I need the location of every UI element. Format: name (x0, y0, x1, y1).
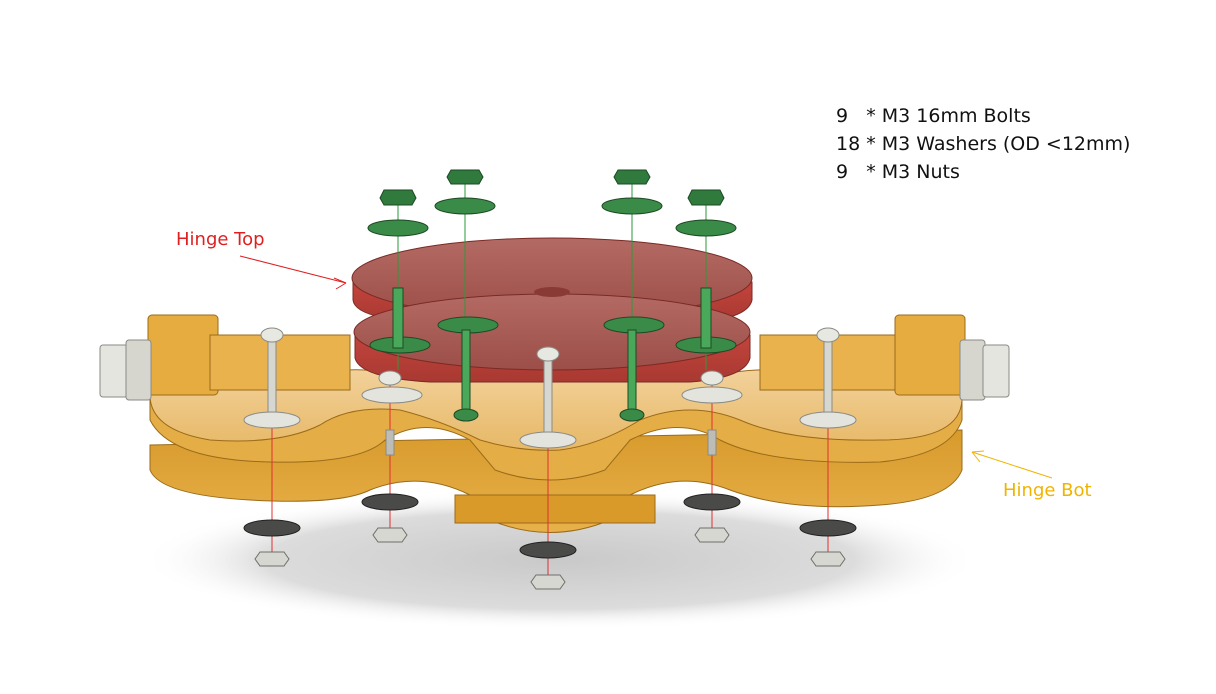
steel-washer-icon (799, 411, 857, 429)
green-nut-icon (613, 169, 651, 185)
steel-bolt-head-icon (378, 370, 402, 386)
green-washer-icon (601, 197, 663, 215)
steel-bolt-head-icon (260, 327, 284, 343)
hinge-bot-left-knuckle-inner (209, 334, 351, 391)
steel-nut-icon (694, 527, 730, 543)
steel-bolt-icon (267, 337, 277, 419)
hinge-top-leader (239, 255, 347, 284)
steel-washer-icon (243, 411, 301, 429)
green-nut-icon (446, 169, 484, 185)
hinge-bot-left-knuckle (147, 314, 219, 396)
green-washer-icon (434, 197, 496, 215)
steel-washer-icon (519, 431, 577, 449)
steel-hardware-set (243, 327, 857, 590)
steel-washer-icon (361, 386, 423, 404)
right-pin-nut-icon (959, 339, 1010, 401)
steel-bolt-icon (543, 357, 553, 439)
bom-item: * M3 16mm Bolts (866, 105, 1031, 127)
bom-line-washers: 18 * M3 Washers (OD <12mm) (836, 130, 1130, 158)
hinge-top-arrow-icon (333, 277, 347, 290)
bom-line-nuts: 9 * M3 Nuts (836, 158, 1130, 186)
hinge-bot-center-block (454, 494, 656, 524)
green-spacer-icon (700, 287, 712, 349)
hinge-top-center-hole (534, 287, 570, 297)
steel-nut-icon (530, 574, 566, 590)
green-washer-icon (675, 219, 737, 237)
green-hardware-set (367, 169, 737, 422)
green-bolt-head-icon (619, 408, 645, 422)
ground-shadow (140, 490, 980, 630)
green-nut-icon (687, 189, 725, 206)
dark-washer-icon (519, 541, 577, 559)
dark-washer-icon (361, 493, 419, 511)
bom-item: * M3 Washers (OD <12mm) (866, 133, 1131, 155)
green-bolt-icon (461, 329, 471, 413)
green-washer-icon (367, 219, 429, 237)
bill-of-materials: 9 * M3 16mm Bolts 18 * M3 Washers (OD <1… (836, 102, 1130, 186)
hinge-top-part (351, 237, 753, 383)
bom-item: * M3 Nuts (866, 161, 960, 183)
green-bolt-head-icon (453, 408, 479, 422)
dark-washer-icon (683, 493, 741, 511)
steel-washer-icon (681, 386, 743, 404)
steel-nut-icon (372, 527, 408, 543)
hinge-bot-right-knuckle (894, 314, 966, 396)
hinge-top-label: Hinge Top (176, 229, 265, 250)
hinge-bot-arrow-icon (971, 450, 985, 463)
steel-nut-icon (254, 551, 290, 567)
dark-washer-icon (799, 519, 857, 537)
steel-bolt-icon (823, 337, 833, 419)
dark-washer-icon (243, 519, 301, 537)
bom-qty: 9 (836, 161, 849, 183)
bom-line-bolts: 9 * M3 16mm Bolts (836, 102, 1130, 130)
steel-bolt-head-icon (536, 346, 560, 362)
bom-qty: 18 (836, 133, 861, 155)
hinge-bot-leader (971, 451, 1053, 479)
steel-bolt-icon (385, 429, 395, 456)
hinge-bot-part (99, 314, 1010, 533)
steel-bolt-head-icon (816, 327, 840, 343)
green-spacer-icon (392, 287, 404, 349)
green-bolt-icon (627, 329, 637, 413)
bom-qty: 9 (836, 105, 849, 127)
left-pin-nut-icon (99, 339, 152, 401)
steel-bolt-head-icon (700, 370, 724, 386)
hinge-bot-label: Hinge Bot (1003, 480, 1092, 501)
green-nut-icon (379, 189, 417, 206)
steel-nut-icon (810, 551, 846, 567)
steel-bolt-icon (707, 429, 717, 456)
